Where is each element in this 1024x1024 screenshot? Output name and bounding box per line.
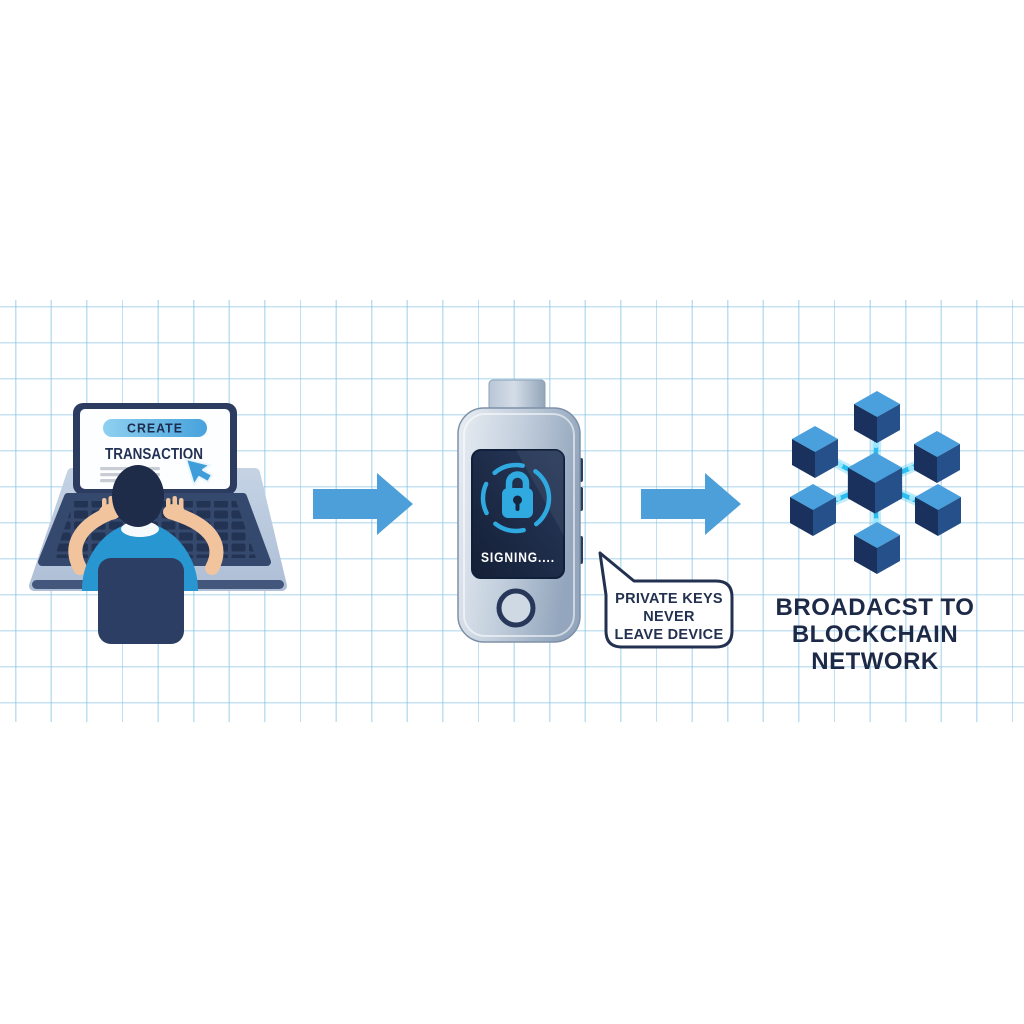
lock-icon	[502, 471, 533, 518]
blockchain-cube-icon	[914, 431, 960, 483]
body-rim-highlight	[463, 413, 575, 637]
flow-arrow-2-icon	[641, 473, 741, 535]
caption-line: BLOCKCHAIN	[791, 621, 959, 648]
blockchain-network-illustration	[790, 391, 961, 574]
hardware-wallet-illustration: SIGNING....	[457, 379, 583, 643]
speech-bubble	[598, 551, 734, 649]
callout-text: PRIVATE KEYS NEVER LEAVE DEVICE	[606, 590, 732, 644]
right-arm	[169, 507, 224, 575]
caption-line: NETWORK	[811, 648, 939, 675]
lock-ring	[480, 462, 552, 534]
cursor-icon	[185, 458, 213, 486]
screen-word: TRANSACTION	[105, 446, 203, 463]
callout-line: NEVER	[643, 609, 695, 625]
person-at-laptop-illustration: CREATE TRANSACTION	[29, 403, 287, 644]
callout-line: LEAVE DEVICE	[614, 627, 724, 643]
usb-connector-icon	[488, 379, 546, 413]
broadcast-caption: BROADACST TO BLOCKCHAIN NETWORK	[770, 594, 980, 675]
chair-back	[98, 558, 184, 644]
person-figure	[68, 465, 224, 644]
device-screen: SIGNING....	[471, 449, 565, 579]
blockchain-cube-icon	[854, 522, 900, 574]
caption-line: BROADACST TO	[775, 594, 975, 621]
create-button-label: CREATE	[127, 422, 183, 436]
power-button-icon	[496, 588, 536, 628]
callout-line: PRIVATE KEYS	[615, 591, 723, 607]
flow-arrow-1-icon	[313, 473, 413, 535]
blockchain-cube-icon	[854, 391, 900, 443]
signing-status: SIGNING....	[481, 550, 555, 565]
laptop-screen: CREATE TRANSACTION	[73, 403, 237, 495]
left-arm	[68, 507, 115, 575]
head	[112, 465, 164, 527]
right-hand	[163, 496, 185, 520]
create-button	[103, 419, 207, 437]
blockchain-cube-center-icon	[847, 452, 903, 514]
blockchain-cube-icon	[792, 426, 838, 478]
blockchain-cube-icon	[915, 484, 961, 536]
blockchain-cube-icon	[790, 484, 836, 536]
